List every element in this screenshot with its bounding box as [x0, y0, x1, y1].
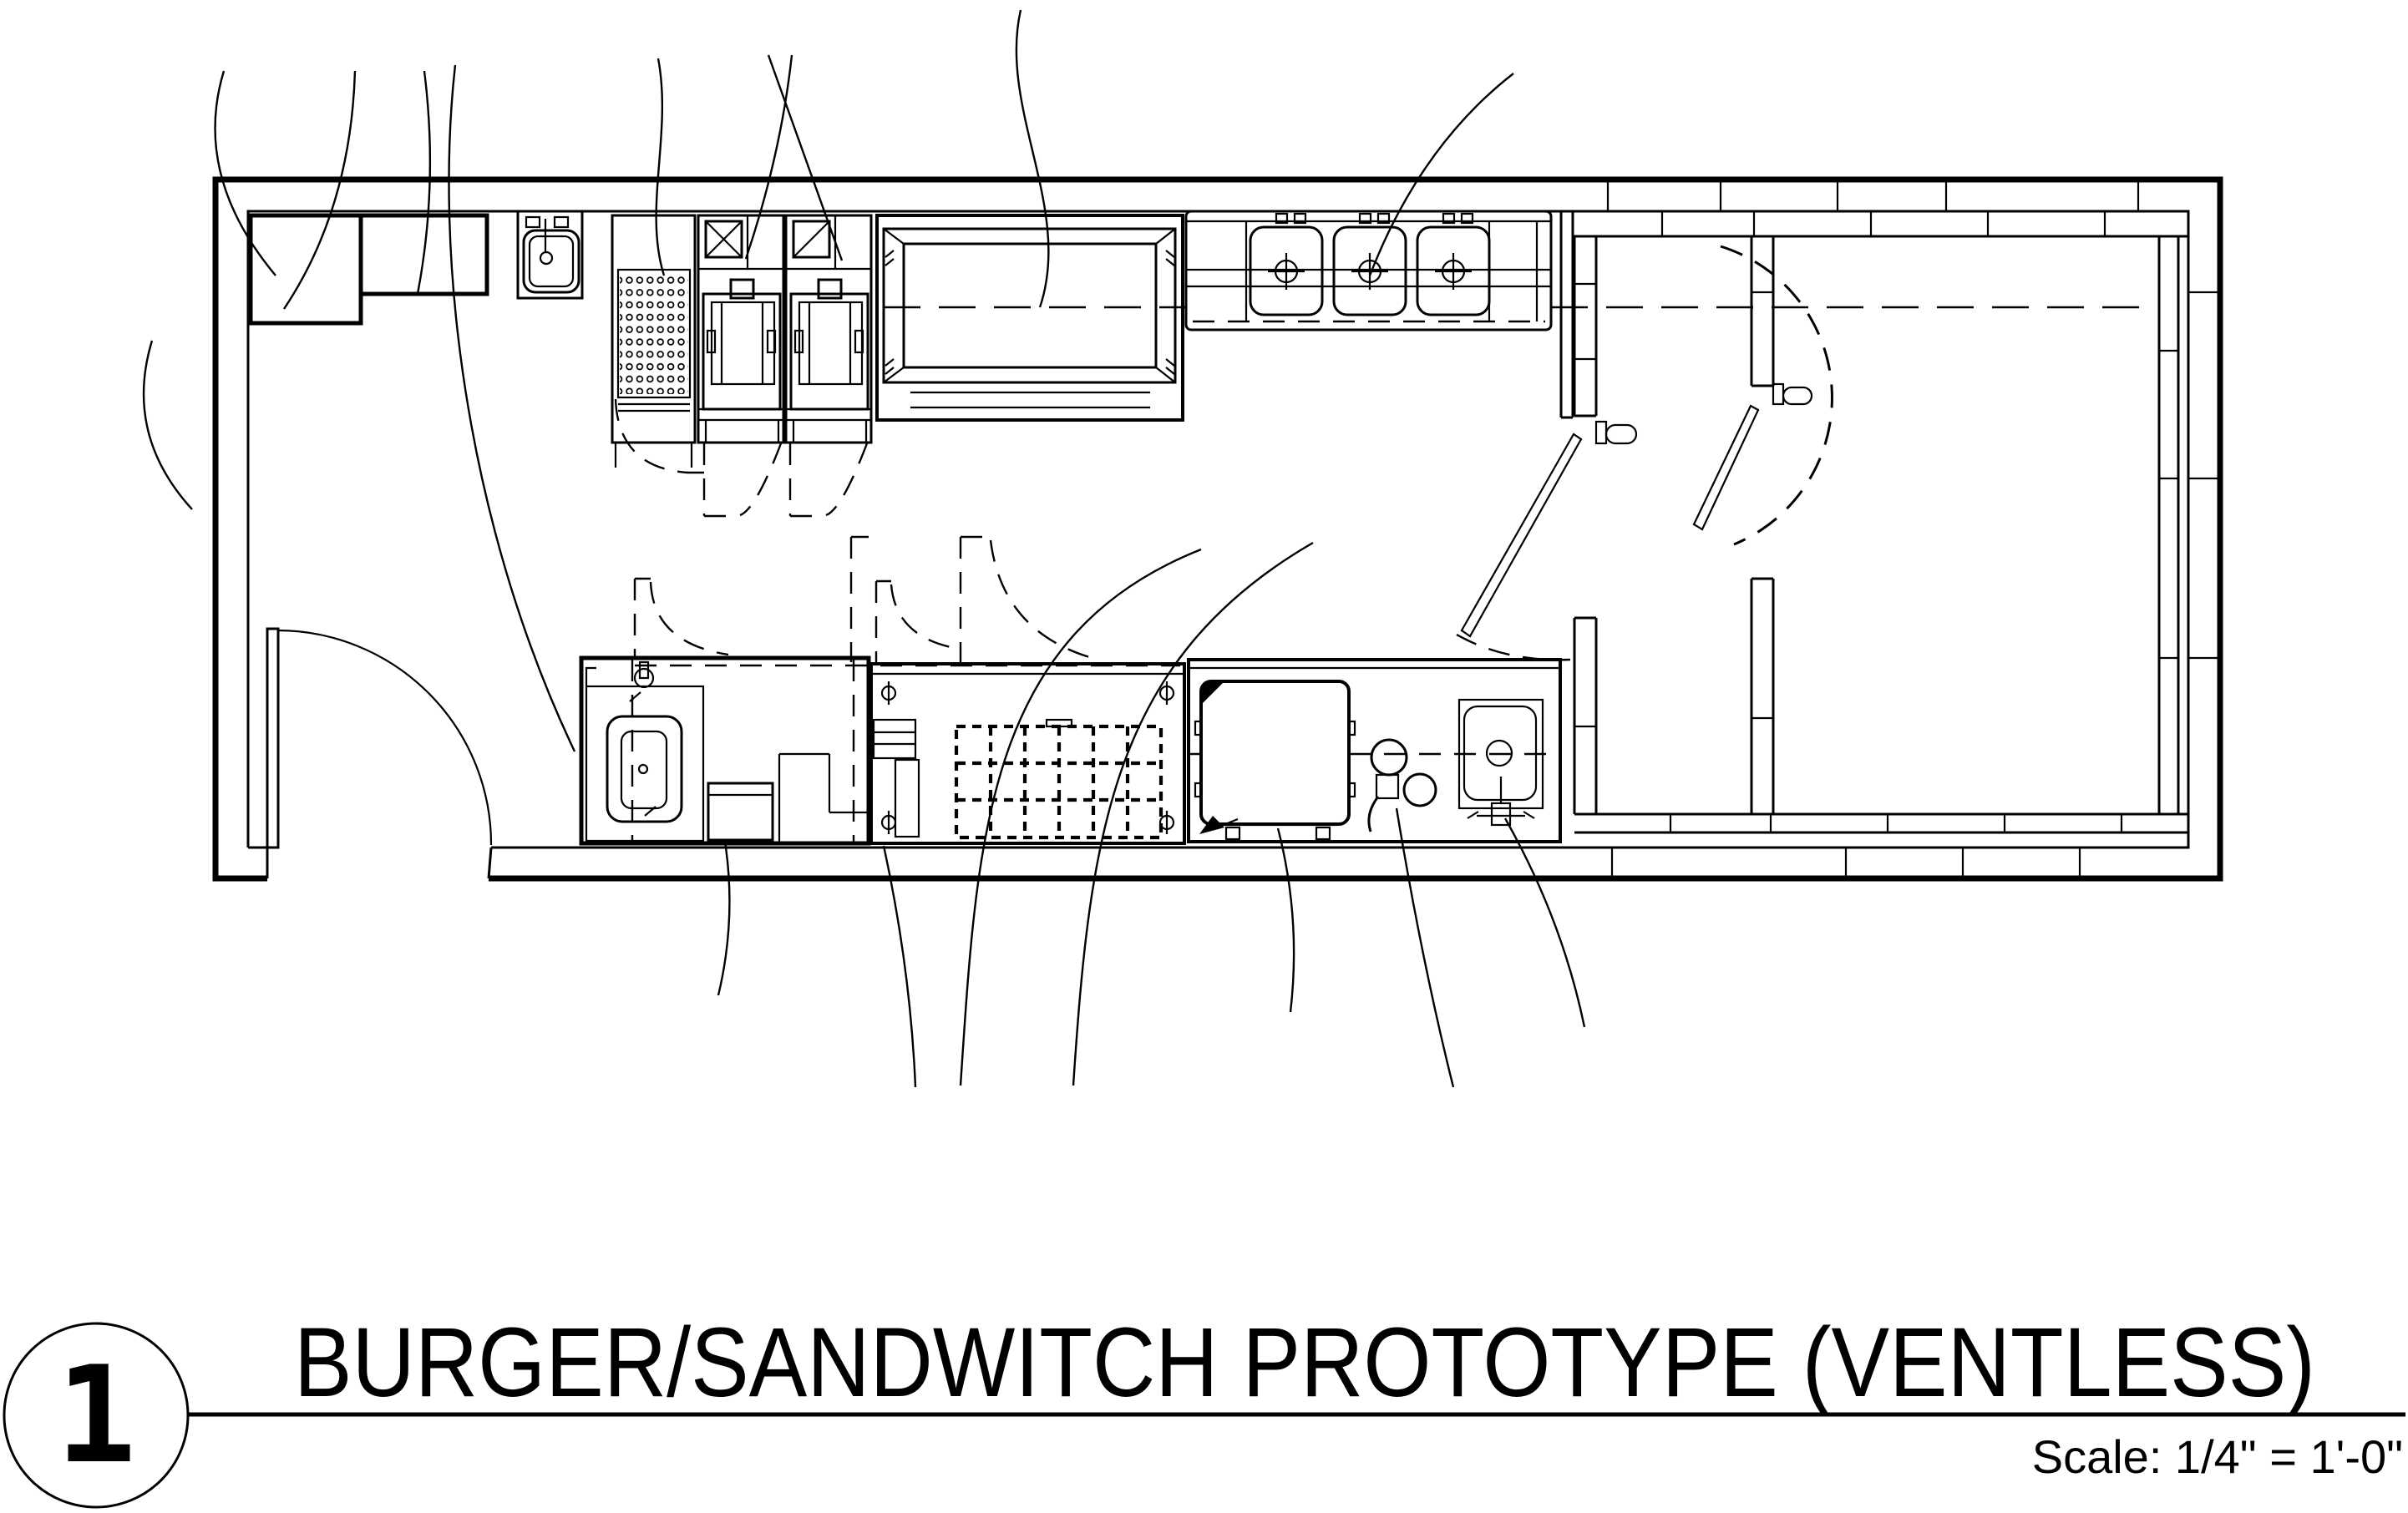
restroom-door-right — [1692, 245, 1833, 546]
drawer-bin-counter — [869, 662, 1186, 845]
restrooms — [1456, 211, 2188, 834]
drawer-bin-unit — [954, 718, 1163, 840]
three-compartment-sink — [1184, 210, 1553, 331]
chase-wall — [1559, 211, 1574, 419]
undercounter-box — [707, 782, 774, 842]
corner-shelf — [248, 213, 363, 326]
charbroiler-griddle — [1194, 680, 1356, 841]
mixer-faucet — [1367, 738, 1437, 832]
ventless-fryer-1 — [697, 214, 785, 518]
leader-lines — [142, 9, 1586, 1088]
hand-sink — [516, 210, 584, 300]
faucet-symbols — [1275, 212, 1474, 225]
restroom-door-left — [1456, 420, 1638, 661]
bun-holding-rack — [611, 214, 704, 474]
scale-label: Scale: 1/4" = 1'-0" — [2032, 1430, 2403, 1483]
title-block: 1 BURGER/SANDWITCH PROTOTYPE (VENTLESS) … — [3, 1308, 2405, 1509]
sheet-title: BURGER/SANDWITCH PROTOTYPE (VENTLESS) — [294, 1308, 2315, 1418]
cook-counter — [1187, 658, 1562, 843]
drop-in-sink — [1457, 698, 1544, 827]
entry-door — [266, 627, 493, 849]
double-oven-cabinet — [875, 214, 1184, 422]
ventless-fryer-2 — [784, 214, 873, 518]
door-swing-clearances — [633, 535, 1180, 667]
wall-shelf — [358, 213, 489, 296]
prep-sink-counter — [579, 655, 871, 846]
exterior-wall — [212, 176, 2223, 882]
drain-symbols — [1268, 253, 1472, 290]
sheet-number: 1 — [56, 1337, 136, 1493]
